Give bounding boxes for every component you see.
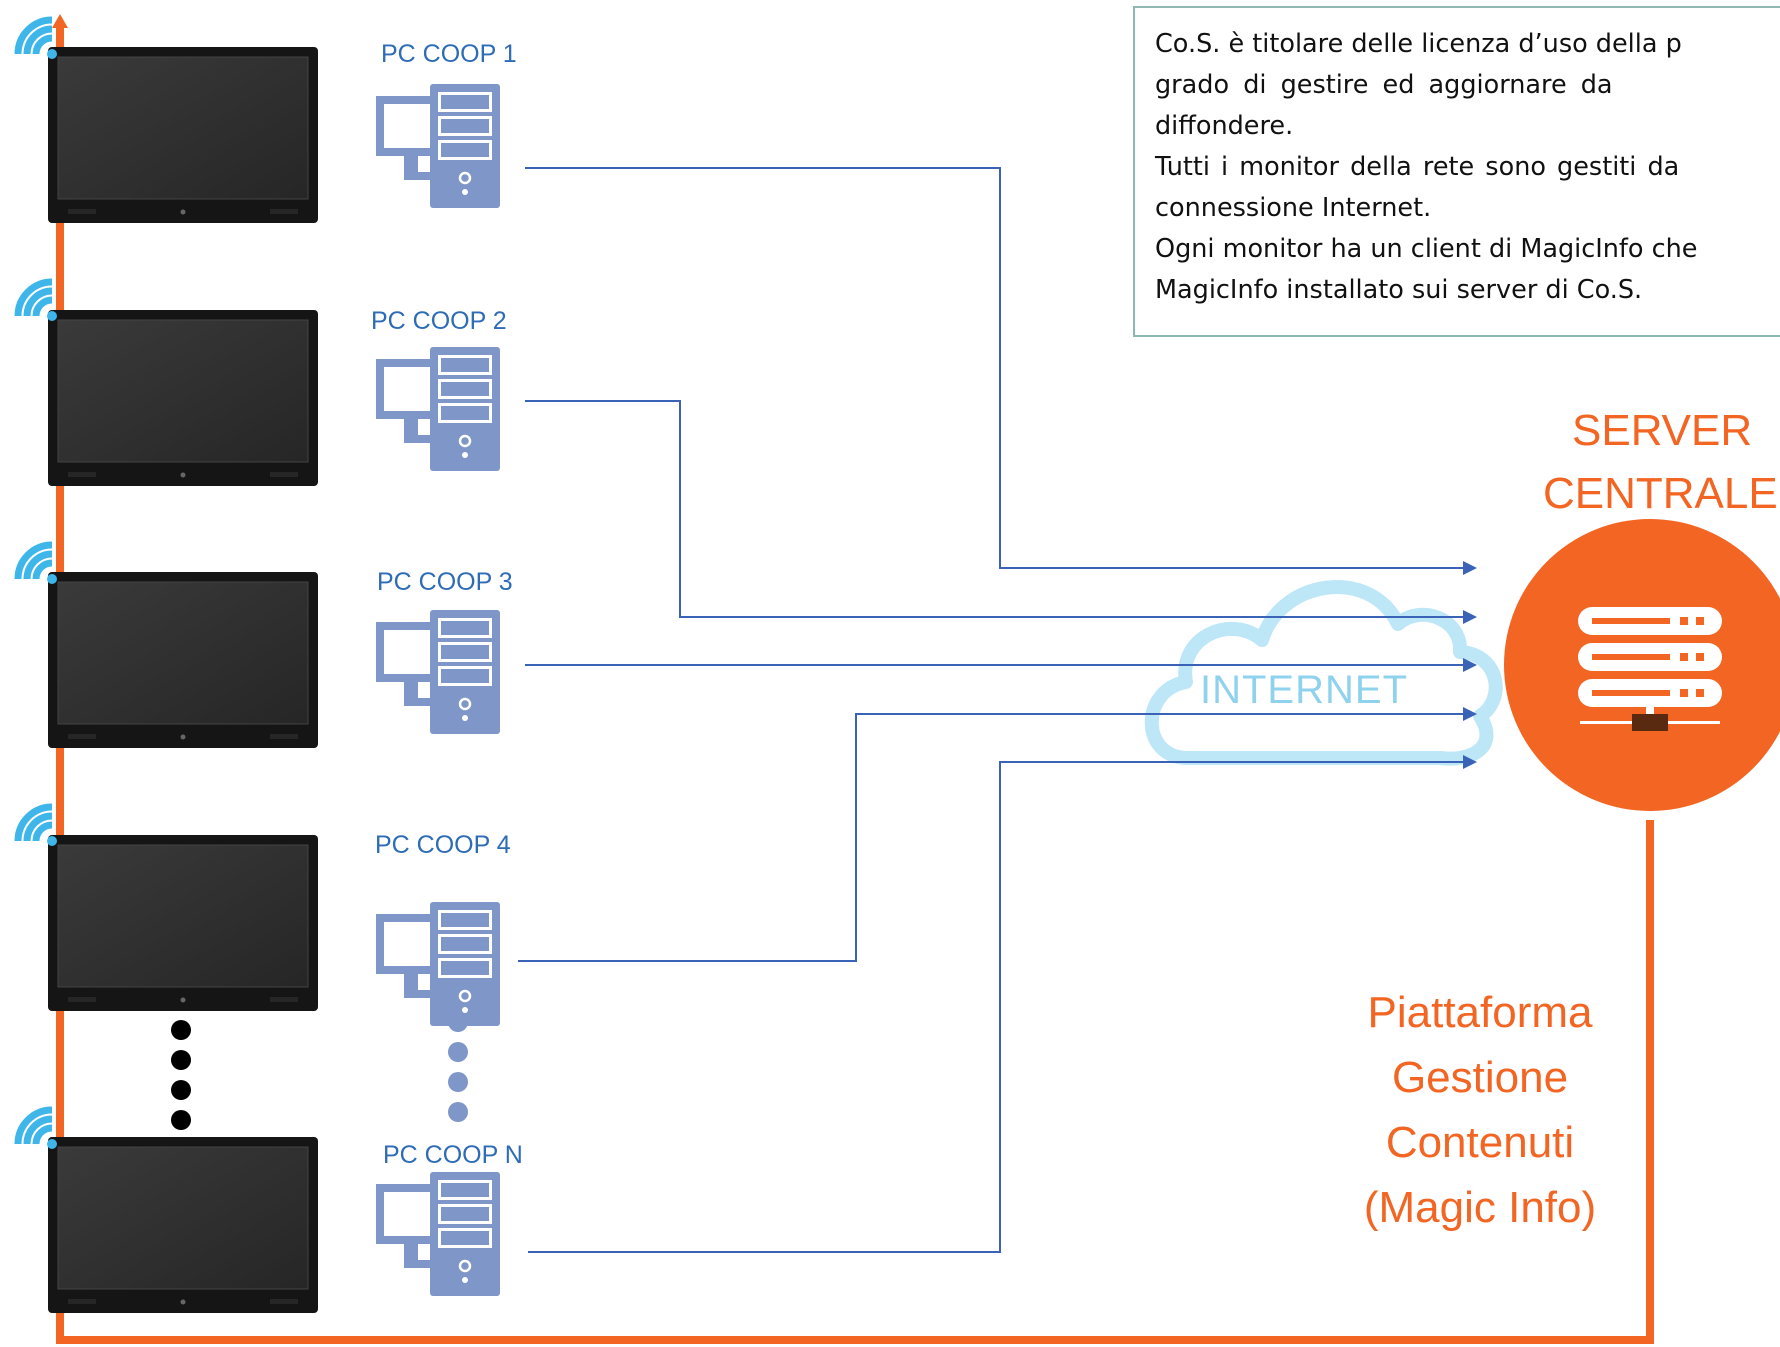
info-line: Co.S. è titolare delle licenza d’uso del… [1155,29,1682,59]
link-pc2 [525,400,1477,624]
wifi-icon [18,20,57,59]
pc-label-1: PC COOP 1 [381,40,517,68]
cloud-icon [1144,580,1503,766]
pc-label-n: PC COOP N [383,1141,523,1169]
server-title-line1: SERVER [1572,406,1753,455]
wifi-icon [18,807,57,846]
desktop-computer-icon [374,610,500,734]
platform-line3: Contenuti [1385,1118,1575,1167]
monitor-icon [48,835,318,1011]
info-line: diffondere. [1155,111,1294,141]
info-text-box: Co.S. è titolare delle licenza d’uso del… [1133,6,1780,337]
platform-line4: (Magic Info) [1363,1183,1597,1232]
pc-label-3: PC COOP 3 [377,568,513,596]
server-rack-icon [1578,607,1722,731]
wifi-icon [18,282,57,321]
desktop-computer-icon [374,84,500,208]
platform-line1: Piattaforma [1367,988,1593,1037]
internet-label: INTERNET [1200,668,1408,712]
info-line: Tutti i monitor della rete sono gestiti … [1155,152,1680,182]
pc-ellipsis-dots [448,1012,468,1122]
pc-column [374,84,500,1296]
monitor-ellipsis-dots [171,1020,191,1130]
pc-label-4: PC COOP 4 [375,831,511,859]
platform-line2: Gestione [1391,1053,1569,1102]
monitor-icon [48,47,318,223]
wifi-icon [18,1110,57,1149]
wifi-icon [18,545,57,584]
link-pc4 [518,707,1477,962]
info-line: grado di gestire ed aggiornare da [1155,70,1613,100]
desktop-computer-icon [374,902,500,1026]
link-pcn [528,755,1477,1253]
connection-lines [518,167,1477,1253]
desktop-computer-icon [374,1172,500,1296]
info-line: MagicInfo installato sui server di Co.S. [1155,275,1643,305]
platform-label: Piattaforma Gestione Contenuti (Magic In… [1300,980,1660,1240]
monitor-icon [48,310,318,486]
info-line: connessione Internet. [1155,193,1432,223]
info-line: Ogni monitor ha un client di MagicInfo c… [1155,234,1698,264]
link-pc1 [525,167,1477,575]
desktop-computer-icon [374,347,500,471]
monitor-icon [48,1137,318,1313]
monitor-icon [48,572,318,748]
server-node [1504,519,1780,811]
pc-label-2: PC COOP 2 [371,307,507,335]
server-title-line2: CENTRALE [1543,469,1778,518]
